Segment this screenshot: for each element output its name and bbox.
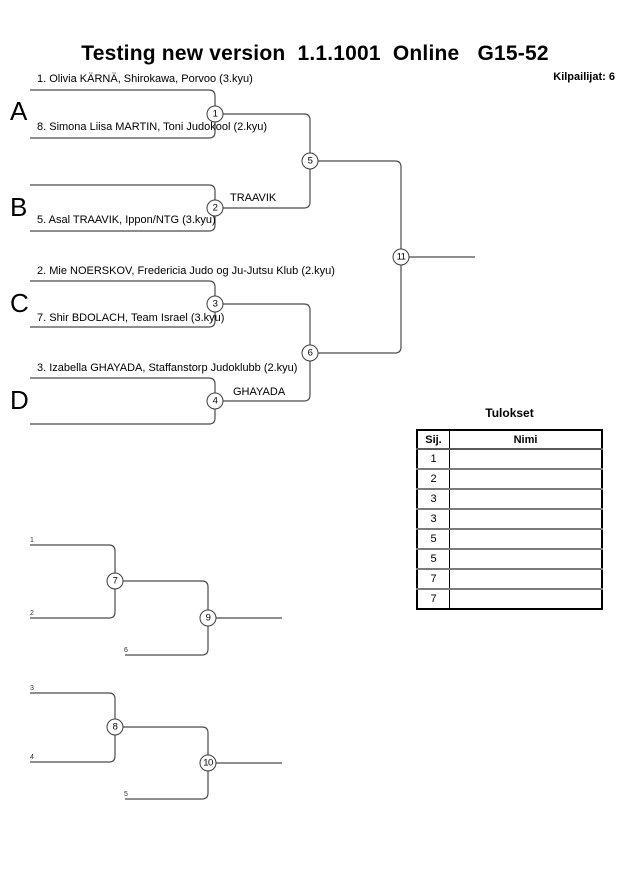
group-letter-b: B [10, 192, 28, 222]
repechage1-feed-third: 6 [124, 647, 128, 654]
winner-label-match2: TRAAVIK [230, 192, 277, 204]
match-number: 8 [112, 721, 118, 733]
match-circle-3[interactable]: 3 [206, 295, 224, 313]
match-circle-5[interactable]: 5 [301, 152, 319, 170]
results-row: 5 [417, 548, 602, 569]
group-letter-a: A [10, 96, 28, 126]
results-row: 7 [417, 588, 602, 609]
entry-c-top: 2. Mie NOERSKOV, Fredericia Judo og Ju-J… [37, 265, 335, 277]
results-title: Tulokset [485, 406, 534, 420]
entry-d-top: 3. Izabella GHAYADA, Staffanstorp Judokl… [37, 362, 298, 374]
repechage1-pair [30, 544, 116, 619]
match-number: 2 [212, 202, 218, 214]
entry-c-bottom: 7. Shir BDOLACH, Team Israel (3.kyu) [37, 312, 225, 324]
name-cell [449, 449, 602, 469]
page-title: Testing new version 1.1.1001 Online G15-… [81, 42, 549, 65]
match-circle-6[interactable]: 6 [301, 344, 319, 362]
match-number: 1 [212, 108, 218, 120]
name-cell [449, 588, 602, 609]
name-column-header: Nimi [449, 430, 602, 450]
entry-a-top: 1. Olivia KÄRNÄ, Shirokawa, Porvoo (3.ky… [37, 73, 253, 85]
winner-label-match4: GHAYADA [233, 386, 286, 398]
match-number: 10 [203, 757, 213, 769]
match-circle-11[interactable]: 11 [392, 248, 410, 266]
repechage2-join [115, 726, 209, 800]
entry-b-bottom: 5. Asal TRAAVIK, Ippon/NTG (3.kyu) [37, 214, 216, 226]
repechage2-pair [30, 692, 116, 763]
results-row: 3 [417, 488, 602, 509]
rank-cell: 7 [417, 568, 450, 589]
match-circle-7[interactable]: 7 [106, 572, 124, 590]
name-cell [449, 508, 602, 529]
rank-column-header: Sij. [417, 430, 450, 450]
bracket-line-group-d [30, 377, 216, 425]
repechage2-feed-bottom: 4 [30, 754, 34, 761]
rank-cell: 1 [430, 453, 437, 465]
rank-cell: 7 [417, 588, 450, 609]
results-row: 7 [417, 568, 602, 589]
rank-cell: 5 [417, 548, 450, 569]
name-cell [449, 528, 602, 549]
match-number: 7 [112, 575, 118, 587]
group-letter-d: D [10, 385, 29, 415]
rank-cell: 5 [417, 528, 450, 549]
entry-a-bottom: 8. Simona Liisa MARTIN, Toni Judokool (2… [37, 121, 268, 133]
bracket-line-final [310, 160, 402, 354]
match-circle-4[interactable]: 4 [206, 392, 224, 410]
name-cell [449, 568, 602, 589]
match-circle-10[interactable]: 10 [199, 754, 217, 772]
results-row: 3 [417, 508, 602, 529]
match-circle-1[interactable]: 1 [206, 105, 224, 123]
match-number: 11 [396, 251, 406, 263]
repechage1-feed-top: 1 [30, 537, 34, 544]
repechage1-join [115, 580, 209, 656]
repechage2-feed-top: 3 [30, 685, 34, 692]
match-number: 9 [205, 612, 211, 624]
name-cell [449, 468, 602, 489]
repechage1-feed-bottom: 2 [30, 610, 34, 617]
match-number: 6 [307, 347, 313, 359]
competitors-count: Kilpailijat: 6 [553, 71, 615, 83]
match-number: 5 [307, 155, 313, 167]
match-number: 4 [212, 395, 218, 407]
rank-cell: 2 [417, 468, 450, 489]
name-cell [449, 488, 602, 509]
name-cell [449, 548, 602, 569]
repechage2-feed-third: 5 [124, 791, 128, 798]
group-letter-c: C [10, 288, 29, 318]
results-table: Sij. Nimi 1 2 3 3 5 [416, 429, 603, 610]
results-header-row: Sij. Nimi [417, 430, 602, 450]
match-circle-2[interactable]: 2 [206, 199, 224, 217]
results-row: 5 [417, 528, 602, 549]
match-circle-9[interactable]: 9 [199, 609, 217, 627]
match-number: 3 [212, 298, 218, 310]
results-row: 1 [417, 449, 602, 469]
rank-cell: 3 [417, 488, 450, 509]
match-circle-8[interactable]: 8 [106, 718, 124, 736]
rank-cell: 3 [417, 508, 450, 529]
results-row: 2 [417, 468, 602, 489]
